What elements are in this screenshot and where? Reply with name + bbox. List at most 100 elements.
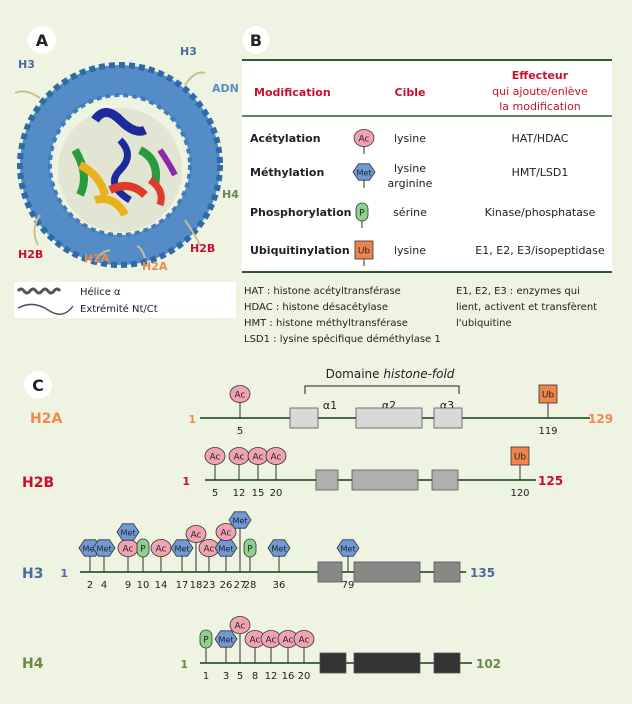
badge-label: Ub (542, 391, 555, 401)
badge-label: Ac (210, 453, 221, 463)
met-badge: Met (92, 539, 116, 557)
met-badge: Met (214, 539, 238, 557)
helix-domain-box (431, 469, 459, 491)
badge-label: Ac (234, 453, 245, 463)
badge-label: Ub (514, 453, 527, 463)
helix-domain-box (315, 469, 339, 491)
panel-a-badge (28, 26, 56, 54)
residue-position: 20 (270, 488, 283, 499)
residue-position: 119 (538, 426, 557, 437)
residue-position: 20 (298, 671, 311, 682)
effecteur: HMT/LSD1 (512, 166, 569, 179)
ac-badge: Ac (247, 447, 269, 465)
legend-tail: Extrémité Nt/Ct (80, 303, 158, 315)
tail-icon (17, 303, 74, 315)
cible: lysine (394, 162, 426, 175)
residue-position: 26 (220, 580, 233, 591)
residue-position: 27 (234, 580, 247, 591)
badge-label: Ac (283, 636, 294, 646)
panel-b-badge (242, 26, 270, 54)
footnote-right-1: E1, E2, E3 : enzymes qui (456, 286, 580, 297)
ac-badge: Ac (228, 447, 250, 465)
badge-label: Met (272, 545, 287, 554)
badge-label: Met (341, 545, 356, 554)
badge-label: Ac (235, 622, 246, 632)
met-badge: Met (170, 539, 194, 557)
label-h3-right: H3 (180, 45, 197, 58)
cible: lysine (394, 244, 426, 257)
residue-position: 5 (212, 488, 218, 499)
modification-name: Phosphorylation (250, 206, 351, 219)
cible-2: arginine (388, 177, 433, 190)
effecteur: Kinase/phosphatase (485, 206, 596, 219)
histone-name: H2B (22, 475, 54, 491)
residue-position: 28 (244, 580, 257, 591)
residue-position: 79 (342, 580, 355, 591)
badge-label: Ac (221, 529, 232, 539)
effecteur: E1, E2, E3/isopeptidase (475, 244, 605, 257)
helix-domain-box (353, 652, 421, 674)
start-residue: 1 (182, 475, 190, 488)
helix-domain-box (353, 561, 421, 583)
badge-label: Met (175, 545, 190, 554)
residue-position: 16 (282, 671, 295, 682)
residue-position: 10 (137, 580, 150, 591)
alpha-label: α1 (323, 399, 337, 412)
header-effecteur: Effecteur (512, 69, 569, 82)
residue-position: 14 (155, 580, 168, 591)
badge-label: Met (121, 529, 136, 538)
residue-position: 17 (176, 580, 189, 591)
label-h2b-right: H2B (190, 242, 215, 255)
badge-label: P (140, 545, 146, 555)
met-badge: Met (214, 630, 238, 648)
panel-a-letter: A (36, 31, 49, 50)
residue-position: 1 (203, 671, 209, 682)
badge-label: Ac (253, 453, 264, 463)
badge-label: Ac (299, 636, 310, 646)
met-badge: Met (352, 163, 376, 181)
end-residue: 102 (476, 657, 501, 671)
ub-badge: Ub (354, 240, 374, 260)
ub-badge: Ub (538, 384, 558, 404)
footnote-left-4: LSD1 : lysine spécifique déméthylase 1 (244, 333, 441, 345)
footnote-right-2: lient, activent et transfèrent (456, 301, 597, 313)
label-h2a-right: H2A (142, 260, 168, 273)
nucleosome-structure (14, 62, 223, 268)
residue-position: 12 (233, 488, 246, 499)
residue-position: 18 (190, 580, 203, 591)
ac-badge: Ac (150, 539, 172, 557)
met-badge: Met (336, 539, 360, 557)
badge-label: P (203, 636, 209, 646)
p-badge: P (199, 629, 213, 649)
modification-name: Acétylation (250, 132, 321, 145)
helix-icon (16, 287, 62, 295)
ac-badge: Ac (198, 539, 220, 557)
start-residue: 1 (188, 413, 196, 426)
badge-label: Met (83, 545, 98, 554)
header-effecteur-line2: qui ajoute/enlève (492, 85, 588, 98)
badge-label: P (247, 545, 253, 555)
met-badge: Met (228, 511, 252, 529)
header-cible: Cible (395, 86, 426, 99)
badge-label: Met (219, 636, 234, 645)
helix-domain-box (317, 561, 343, 583)
badge-label: Met (97, 545, 112, 554)
label-h3-left: H3 (18, 58, 35, 71)
residue-position: 9 (125, 580, 131, 591)
footnote-left-1: HAT : histone acétyltransférase (244, 285, 401, 297)
residue-position: 120 (510, 488, 529, 499)
start-residue: 1 (60, 567, 68, 580)
legend-helix: Hélice α (80, 286, 121, 298)
ac-badge: Ac (353, 129, 375, 147)
met-badge: Met (267, 539, 291, 557)
modification-name: Méthylation (250, 166, 324, 179)
label-h4: H4 (222, 188, 239, 201)
domain-bracket (304, 385, 460, 394)
